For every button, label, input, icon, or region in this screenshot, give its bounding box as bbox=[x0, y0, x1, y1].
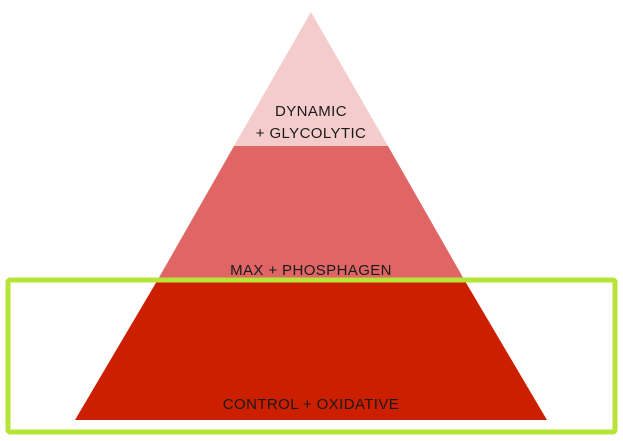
pyramid-tier-bottom bbox=[75, 281, 547, 420]
pyramid-tier-top-label-line-1: DYNAMIC bbox=[275, 103, 347, 120]
highlight-box bbox=[5, 277, 618, 435]
pyramid-tier-middle-label: MAX + PHOSPHAGEN bbox=[230, 262, 392, 279]
pyramid-tier-top-label-line-2: + GLYCOLYTIC bbox=[256, 125, 367, 142]
pyramid-tier-middle bbox=[157, 146, 465, 281]
pyramid-tier-top bbox=[234, 12, 388, 146]
pyramid-tier-bottom-label: CONTROL + OXIDATIVE bbox=[223, 396, 399, 413]
